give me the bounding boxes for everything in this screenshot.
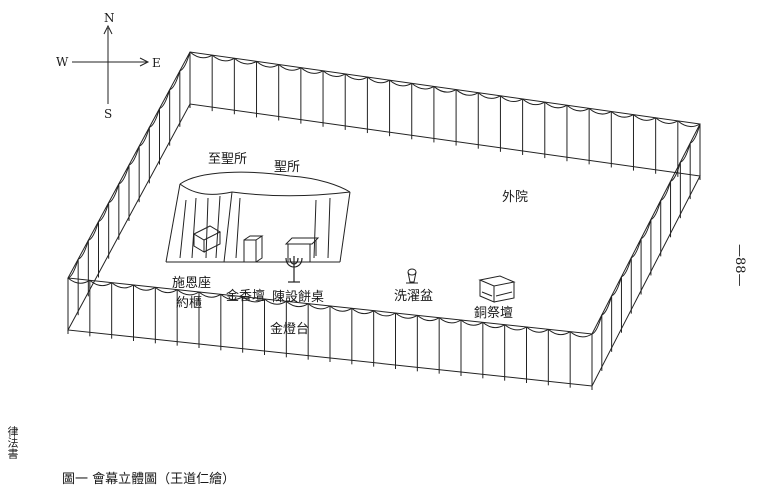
label-showbread-table: 陳設餅桌: [272, 290, 325, 305]
fence-curtain-fold: [67, 259, 79, 279]
compass-rose: [72, 24, 150, 104]
fence-curtain-fold: [660, 181, 672, 201]
fence-curtain-fold: [417, 314, 440, 322]
fence-curtain-fold: [264, 298, 287, 305]
label-bronze-altar: 銅祭壇: [474, 306, 514, 321]
compass-east-label: E: [152, 56, 161, 70]
bronze-altar-icon: [478, 275, 516, 303]
fence-curtain-fold: [176, 289, 200, 296]
label-incense-altar: 金香壇: [226, 289, 266, 304]
fence-curtain-fold: [389, 79, 412, 87]
fence-curtain-fold: [526, 326, 549, 333]
fence-curtain-fold: [569, 331, 593, 338]
ark-icon: [192, 225, 222, 253]
fence-curtain-fold: [433, 86, 457, 93]
fence-curtain-fold: [640, 219, 652, 240]
fence-curtain-fold: [179, 51, 191, 72]
fence-curtain-fold: [601, 295, 613, 316]
fence-curtain-fold: [322, 70, 346, 77]
fence-curtain-fold: [88, 221, 99, 241]
laver-icon: [406, 268, 418, 284]
fence-ground-outline: [67, 103, 701, 387]
fence-curtain-fold: [344, 73, 368, 81]
fence-curtain-fold: [367, 76, 390, 84]
fence-curtain-fold: [198, 291, 222, 298]
fence-curtain-fold: [128, 146, 140, 166]
fence-curtain-fold: [133, 284, 156, 291]
fence-curtain-fold: [504, 324, 527, 331]
compass-south-label: S: [104, 107, 113, 121]
label-outer-court: 外院: [502, 190, 529, 205]
page-number: —88—: [732, 244, 747, 287]
figure-caption: 圖一 會幕立體圖（王道仁繪）: [62, 472, 236, 487]
fence-curtain-fold: [286, 300, 309, 308]
fence-curtain-fold: [89, 279, 112, 287]
fence-curtain-fold: [611, 276, 622, 297]
fence-curtain-fold: [482, 321, 505, 329]
fence-curtain-fold: [438, 317, 462, 324]
fence-curtain-fold: [234, 57, 257, 65]
fence-curtain-fold: [621, 257, 632, 278]
fence-curtain-fold: [411, 82, 435, 90]
fence-curtain-fold: [680, 142, 691, 163]
fence-curtain-fold: [373, 310, 396, 317]
fence-curtain-fold: [98, 202, 110, 222]
fence-curtain-fold: [566, 104, 590, 112]
fence-curtain-fold: [108, 183, 120, 204]
fence-curtain-fold: [77, 240, 89, 260]
fence-curtain-fold: [155, 286, 178, 294]
fence-curtain-fold: [689, 123, 701, 144]
fence-curtain-fold: [544, 101, 568, 109]
fence-curtain-fold: [455, 89, 479, 96]
label-holy-of-holies: 至聖所: [208, 152, 248, 167]
label-mercy-seat: 施恩座: [172, 276, 212, 291]
fence-curtain-fold: [118, 164, 130, 185]
fence-curtain-fold: [588, 107, 612, 115]
label-holy-place: 聖所: [274, 160, 301, 175]
fence-curtain-fold: [211, 54, 235, 62]
fence-curtain-fold: [477, 92, 501, 99]
fence-curtain-fold: [67, 277, 91, 284]
showbread-table-icon: [284, 237, 320, 262]
fence-curtain-fold: [670, 162, 681, 182]
lampstand-icon: [285, 256, 303, 283]
courtyard-fence: [67, 51, 701, 390]
fence-curtain-fold: [169, 70, 181, 91]
fence-curtain-fold: [460, 319, 484, 326]
fence-curtain-fold: [149, 108, 160, 128]
fence-curtain-fold: [138, 127, 150, 147]
fence-curtain-fold: [610, 111, 634, 118]
compass-west-label: W: [56, 55, 69, 69]
fence-curtain-fold: [351, 307, 374, 315]
fence-curtain-fold: [278, 64, 302, 71]
fence-curtain-fold: [655, 117, 679, 124]
label-lampstand: 金燈台: [270, 322, 310, 337]
fence-curtain-fold: [631, 238, 642, 259]
fence-curtain-fold: [395, 312, 418, 319]
fence-curtain-fold: [329, 305, 353, 312]
fence-curtain-fold: [159, 89, 171, 109]
fence-curtain-fold: [256, 61, 279, 68]
fence-curtain-fold: [500, 95, 523, 103]
fence-curtain-fold: [300, 67, 324, 74]
fence-curtain-fold: [111, 282, 134, 289]
fence-curtain-fold: [189, 51, 213, 59]
fence-curtain-fold: [242, 296, 265, 303]
fence-curtain-fold: [307, 303, 331, 310]
incense-altar-icon: [243, 235, 264, 263]
fence-curtain-fold: [650, 200, 662, 220]
compass-north-label: N: [104, 11, 115, 25]
fence-curtain-fold: [220, 293, 243, 301]
fence-curtain-fold: [633, 114, 656, 121]
fence-curtain-fold: [591, 314, 603, 335]
label-ark: 約櫃: [176, 296, 203, 311]
tabernacle-tent: [165, 171, 351, 263]
label-laver: 洗濯盆: [394, 289, 434, 304]
fence-curtain-fold: [522, 98, 546, 106]
fence-curtain-fold: [677, 120, 701, 128]
fence-curtain-fold: [548, 328, 571, 336]
side-label: 律法書: [6, 426, 19, 459]
